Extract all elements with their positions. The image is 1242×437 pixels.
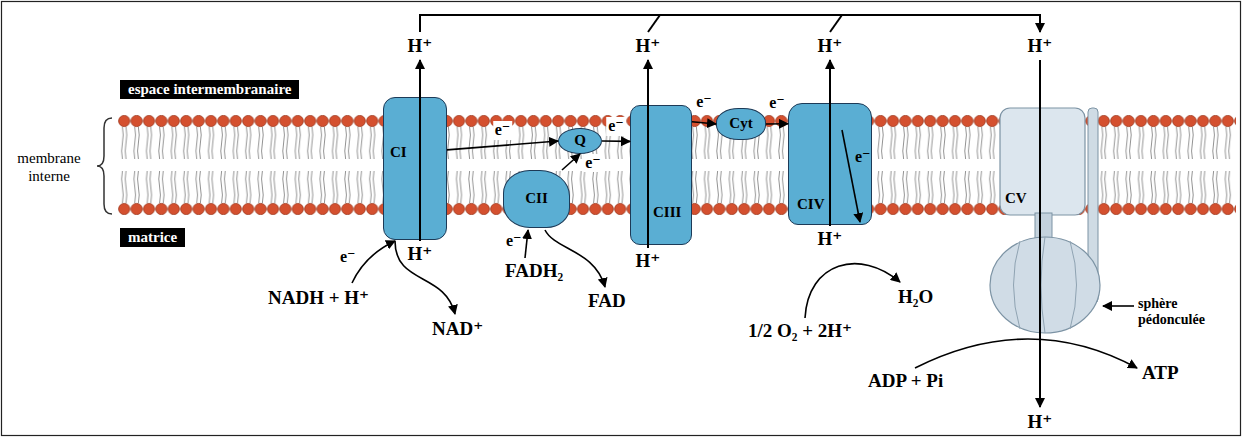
proton-return-line (648, 15, 660, 32)
chemical-label: 1/2 O₂ + 2H⁺ (748, 320, 852, 342)
atp-synthase-shape (985, 105, 1110, 338)
label-holder: H⁺ (818, 228, 843, 250)
proton-return-line (830, 15, 842, 32)
membrane-label: membrane interne (4, 149, 94, 185)
chemical-label: NAD⁺ (432, 318, 483, 340)
complex-name: CIII (653, 204, 681, 221)
chemical-label: H⁺ (1028, 411, 1053, 433)
label-holder: ADP + Pi (868, 370, 943, 392)
proton-arrow (419, 60, 421, 241)
electron-transfer-arrow (766, 123, 788, 125)
chemical-label: H⁺ (818, 35, 843, 57)
label-holder: e⁻ (767, 94, 787, 112)
electron-label: e⁻ (340, 248, 356, 266)
compartment-label: matrice (120, 228, 185, 247)
chemical-label: FADH₂ (505, 260, 563, 282)
chemical-label: H⁺ (408, 243, 433, 265)
complex-name: CV (1005, 190, 1027, 207)
brace (97, 118, 112, 214)
label-holder: H⁺ (408, 35, 433, 57)
electron-label: e⁻ (583, 154, 603, 172)
reaction-arrow (805, 264, 900, 318)
label-holder: e⁻ (340, 248, 356, 266)
chemical-label: FAD (588, 290, 626, 312)
reaction-arrow (545, 230, 605, 287)
chemical-label: H⁺ (636, 250, 661, 272)
chemical-label: H₂O (898, 286, 933, 308)
chemical-label: ATP (1142, 362, 1179, 384)
label-holder: e⁻ (606, 117, 626, 135)
proton-arrow (1039, 60, 1041, 407)
complex-box: CIII (630, 105, 692, 245)
part-label: sphère pédonculée (1138, 296, 1238, 328)
label-holder: FADH₂ (505, 260, 563, 282)
atp-synthase: CV (985, 105, 1110, 338)
label-holder: e⁻ (855, 148, 871, 166)
label-holder: FAD (588, 290, 626, 312)
chemical-label: H⁺ (818, 228, 843, 250)
proton-return-line (420, 15, 1040, 32)
callout-arrow (1103, 305, 1134, 307)
electron-label: e⁻ (694, 93, 714, 111)
label-holder: sphère pédonculée (1138, 296, 1238, 328)
electron-label: e⁻ (855, 148, 871, 166)
label-holder: NAD⁺ (432, 318, 483, 340)
reaction-arrow (395, 241, 455, 314)
label-holder: e⁻ (583, 154, 603, 172)
label-holder: H₂O (898, 286, 933, 308)
electron-transfer-arrow (602, 140, 630, 142)
chemical-label: H⁺ (636, 35, 661, 57)
complex-name: Cyt (729, 115, 752, 132)
label-holder: H⁺ (636, 35, 661, 57)
label-holder: H⁺ (818, 35, 843, 57)
quinone-ellipse: Q (558, 128, 602, 154)
complex-name: CI (390, 144, 407, 161)
label-holder: H⁺ (1028, 411, 1053, 433)
electron-label: e⁻ (506, 232, 522, 250)
label-holder: H⁺ (636, 250, 661, 272)
reaction-arrow (915, 339, 1137, 368)
complex-name: CII (525, 190, 548, 207)
cytochrome-oval: Cyt (716, 108, 766, 140)
electron-arrow (525, 230, 528, 258)
electron-transfer-arrow (562, 154, 580, 170)
label-holder: NADH + H⁺ (268, 287, 369, 309)
label-holder: H⁺ (408, 243, 433, 265)
chemical-label: H⁺ (1028, 35, 1053, 57)
electron-label: e⁻ (606, 117, 626, 135)
chemical-label: H⁺ (408, 35, 433, 57)
electron-arrow (352, 241, 395, 283)
label-holder: 1/2 O₂ + 2H⁺ (748, 320, 852, 342)
electron-arrow (842, 130, 860, 222)
proton-arrow (829, 60, 831, 226)
label-holder: e⁻ (694, 93, 714, 111)
chemical-label: NADH + H⁺ (268, 287, 369, 309)
chemical-label: ADP + Pi (868, 370, 943, 392)
label-holder: espace intermembranaire (120, 80, 299, 99)
label-holder: e⁻ (506, 232, 522, 250)
electron-label: e⁻ (767, 94, 787, 112)
label-holder: ATP (1142, 362, 1179, 384)
complex-name: CIV (797, 196, 825, 213)
complex-box: CI (383, 97, 447, 240)
complex-box: CII (503, 170, 570, 228)
compartment-label: espace intermembranaire (120, 80, 299, 99)
label-holder: H⁺ (1028, 35, 1053, 57)
proton-arrow (647, 60, 649, 248)
label-holder: e⁻ (493, 121, 513, 139)
electron-transfer-arrow (447, 141, 558, 150)
complex-name: Q (574, 132, 586, 149)
label-holder: membrane interne (4, 149, 94, 185)
electron-label: e⁻ (493, 121, 513, 139)
electron-transfer-arrow (692, 122, 716, 124)
label-holder: matrice (120, 228, 185, 247)
